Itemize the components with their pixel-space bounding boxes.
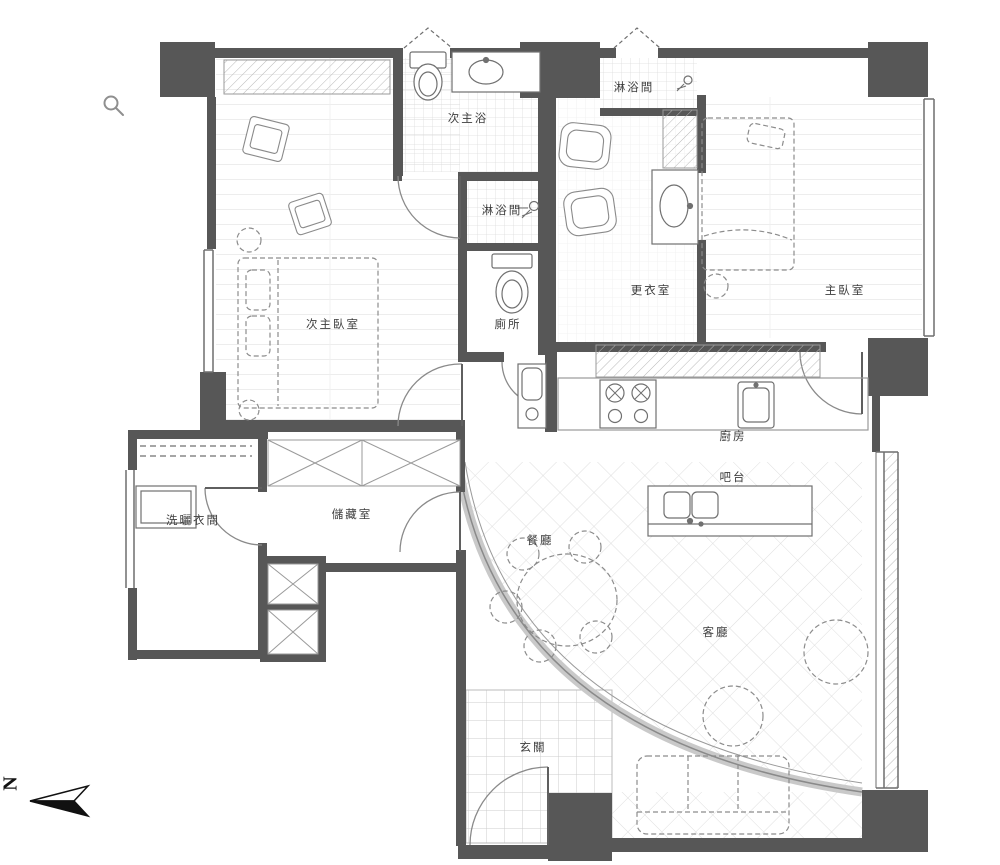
windows xyxy=(124,27,935,789)
dining-table xyxy=(516,553,618,647)
closet-basket xyxy=(563,187,617,237)
misc-furniture xyxy=(242,116,617,237)
washing-machine xyxy=(135,485,197,529)
toilet-tank xyxy=(491,253,533,269)
north-letter: N xyxy=(0,776,22,791)
room-label-walk-in-closet: 更衣室 xyxy=(630,285,672,297)
vanity-counter xyxy=(451,51,541,93)
nightstand xyxy=(238,399,260,421)
kitchen-sink xyxy=(737,381,775,429)
room-label-dining: 餐廳 xyxy=(526,535,554,547)
shower-head xyxy=(683,75,693,85)
room-label-master-bedroom: 主臥室 xyxy=(824,285,866,297)
bed xyxy=(701,117,795,271)
fixtures xyxy=(135,51,699,529)
magnifier-icon xyxy=(103,95,124,116)
pillow xyxy=(746,122,786,150)
dining-chair xyxy=(568,530,602,564)
dining-chair xyxy=(506,537,540,571)
dining-chair xyxy=(523,629,557,663)
cabinets xyxy=(223,59,821,655)
room-label-laundry: 洗曬衣間 xyxy=(166,515,220,527)
blanket-line xyxy=(703,229,793,241)
room-label-secondary-master-bath: 次主浴 xyxy=(447,113,489,125)
room-label-secondary-bedroom: 次主臥室 xyxy=(306,319,360,331)
nightstand xyxy=(703,273,729,299)
room-label-living: 客廳 xyxy=(702,627,730,639)
room-label-toilet: 廁所 xyxy=(494,319,522,331)
shower-head xyxy=(528,200,540,212)
dining-chair xyxy=(489,590,523,624)
kitchen-fixtures xyxy=(517,363,869,537)
room-label-kitchen: 廚房 xyxy=(719,431,747,443)
pillow xyxy=(245,269,271,311)
nightstand xyxy=(236,227,262,253)
room-label-bar: 吧台 xyxy=(719,472,747,484)
room-label-entry: 玄關 xyxy=(519,742,547,754)
room-label-shower-top: 淋浴間 xyxy=(613,82,655,94)
bar-island xyxy=(647,485,813,537)
toilet-bowl xyxy=(413,63,443,101)
dining-chair xyxy=(579,620,613,654)
room-label-storage: 儲藏室 xyxy=(331,509,373,521)
bar-sink xyxy=(663,491,691,519)
bar-sink xyxy=(691,491,719,519)
armchair xyxy=(803,619,869,685)
north-arrow-icon xyxy=(29,784,91,818)
walls xyxy=(128,42,928,861)
toilet-bowl xyxy=(495,270,529,314)
room-label-shower-middle: 淋浴間 xyxy=(481,205,523,217)
sofa xyxy=(636,755,790,835)
furniture xyxy=(236,117,869,835)
bed xyxy=(237,257,379,409)
pillow xyxy=(245,315,271,357)
closet-basket xyxy=(558,122,612,170)
armchair xyxy=(702,685,764,747)
